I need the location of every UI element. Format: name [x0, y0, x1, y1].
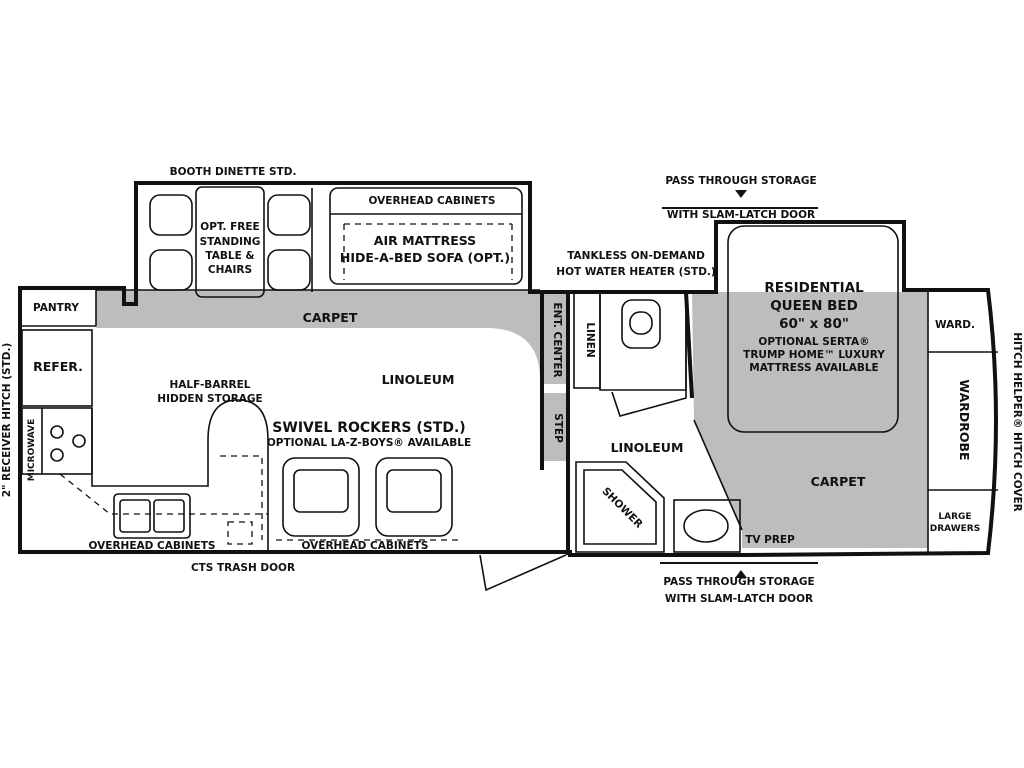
label-bed-size: 60" x 80": [779, 316, 849, 332]
label-linoleum-bath: LINOLEUM: [611, 440, 684, 455]
sofa: [329, 187, 523, 285]
carpet-slideout: [138, 183, 530, 292]
label-wardrobe: WARDROBE: [957, 379, 972, 460]
label-hide-a-bed: HIDE-A-BED SOFA (OPT.): [340, 250, 510, 265]
label-bed-option: OPTIONAL SERTA®: [758, 336, 869, 348]
label-linoleum-living: LINOLEUM: [382, 372, 455, 387]
label-large-drawers: LARGE: [938, 512, 971, 522]
shower: [575, 461, 665, 553]
chair: [267, 194, 311, 236]
label-pass-through-bottom: PASS THROUGH STORAGE: [663, 576, 814, 588]
label-ward: WARD.: [935, 319, 975, 331]
queen-bed: [727, 225, 899, 433]
label-receiver-hitch: 2" RECEIVER HITCH (STD.): [1, 343, 13, 498]
arrow-down-icon: [735, 190, 747, 198]
label-carpet-bedroom: CARPET: [811, 474, 866, 489]
label-bed-option: MATTRESS AVAILABLE: [749, 362, 878, 374]
label-air-mattress: AIR MATTRESS: [374, 233, 476, 248]
label-tankless: HOT WATER HEATER (STD.): [556, 266, 715, 278]
opt-table: [195, 186, 265, 298]
label-swivel-option: OPTIONAL LA-Z-BOYS® AVAILABLE: [267, 437, 471, 449]
label-opt-table: STANDING: [200, 236, 261, 248]
label-large-drawers: DRAWERS: [930, 524, 980, 534]
label-bed: RESIDENTIAL: [764, 280, 864, 296]
label-carpet-living: CARPET: [303, 310, 358, 325]
label-opt-table: CHAIRS: [208, 264, 252, 276]
label-overhead-cabinets-living: OVERHEAD CABINETS: [302, 540, 429, 552]
kitchen-sink: [113, 493, 191, 539]
label-overhead-cabinets: OVERHEAD CABINETS: [369, 195, 496, 207]
toilet: [621, 299, 661, 349]
half-barrel-storage: [207, 399, 269, 552]
label-refer: REFER.: [33, 359, 83, 374]
arrow-up-icon: [735, 570, 747, 578]
label-pass-through-bottom: WITH SLAM-LATCH DOOR: [665, 593, 813, 605]
label-bed: QUEEN BED: [770, 298, 858, 314]
label-tankless: TANKLESS ON-DEMAND: [567, 250, 705, 262]
label-microwave: MICROWAVE: [27, 419, 37, 481]
label-pass-through-top: WITH SLAM-LATCH DOOR: [667, 209, 815, 221]
chair: [149, 194, 193, 236]
pantry-box: [20, 290, 96, 326]
label-half-barrel: HIDDEN STORAGE: [157, 393, 262, 405]
carpet-living: [96, 290, 540, 380]
refrigerator: [21, 329, 93, 407]
label-pantry: PANTRY: [33, 302, 79, 314]
label-cts-trash-door: CTS TRASH DOOR: [191, 562, 295, 574]
ent-center: [542, 292, 566, 384]
step-box: [542, 393, 568, 461]
label-overhead-cabinets-kitchen: OVERHEAD CABINETS: [89, 540, 216, 552]
chair: [149, 249, 193, 291]
exterior-wall: [18, 181, 998, 557]
label-step: STEP: [552, 413, 564, 443]
label-booth-dinette: BOOTH DINETTE STD.: [170, 166, 297, 178]
label-opt-table: TABLE &: [205, 250, 254, 262]
label-linen: LINEN: [584, 322, 596, 357]
label-shower: SHOWER: [599, 485, 644, 530]
carpet-bedroom: [692, 292, 928, 548]
rocker-left: [282, 457, 360, 537]
label-opt-table: OPT. FREE: [200, 221, 259, 233]
label-ent-center: ENT. CENTER: [551, 302, 563, 377]
label-hitch-helper: HITCH HELPER® HITCH COVER: [1011, 332, 1023, 512]
label-bed-option: TRUMP HOME™ LUXURY: [743, 349, 885, 361]
entry-door: [479, 554, 567, 592]
rocker-right: [375, 457, 453, 537]
label-swivel-rockers: SWIVEL ROCKERS (STD.): [272, 420, 465, 436]
chair: [267, 249, 311, 291]
kitchen-counter: [91, 408, 209, 487]
label-pass-through-top: PASS THROUGH STORAGE: [665, 175, 816, 187]
label-tv-prep: TV PREP: [745, 534, 795, 546]
label-half-barrel: HALF-BARREL: [170, 379, 251, 391]
